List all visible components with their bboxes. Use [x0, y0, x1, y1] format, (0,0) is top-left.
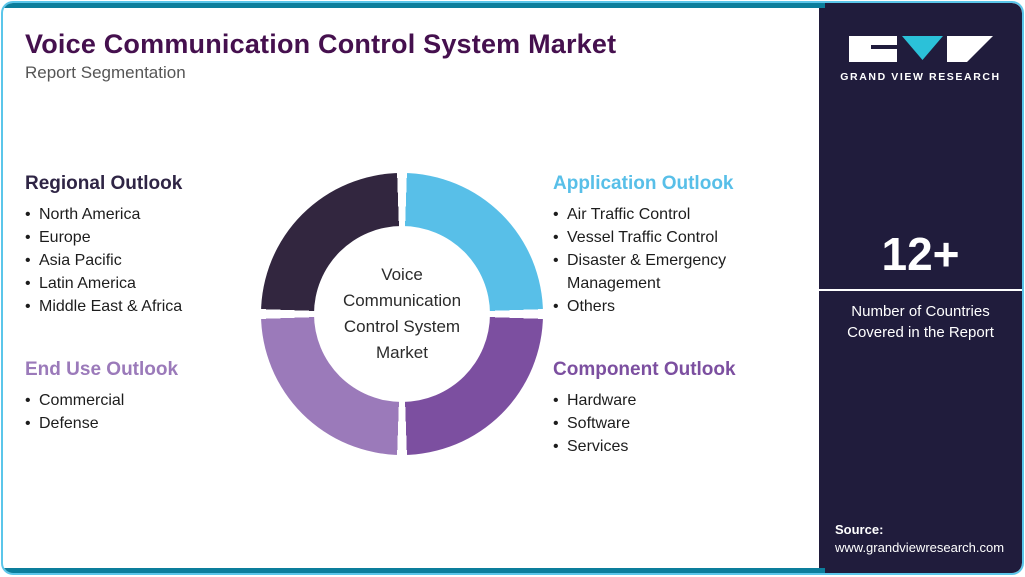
page-title: Voice Communication Control System Marke… [25, 29, 617, 59]
component-list: HardwareSoftwareServices [553, 389, 798, 458]
donut-chart: Voice Communication Control System Marke… [261, 173, 543, 455]
list-item: Others [553, 295, 808, 318]
list-item: Vessel Traffic Control [553, 226, 808, 249]
section-component-outlook: Component Outlook HardwareSoftwareServic… [553, 359, 798, 458]
regional-list: North AmericaEuropeAsia PacificLatin Ame… [25, 203, 270, 318]
list-item: Commercial [25, 389, 270, 412]
end-use-list: CommercialDefense [25, 389, 270, 435]
application-list: Air Traffic ControlVessel Traffic Contro… [553, 203, 808, 318]
section-title-end-use: End Use Outlook [25, 359, 179, 380]
main-content: Voice Communication Control System Marke… [3, 3, 823, 573]
stat-divider [819, 289, 1022, 291]
section-end-use-outlook: End Use Outlook CommercialDefense [25, 359, 270, 435]
list-item: Latin America [25, 272, 270, 295]
stat-value: 12+ [881, 228, 960, 280]
page-subtitle: Report Segmentation [25, 63, 186, 82]
sidebar: GRAND VIEW RESEARCH 12+ Number of Countr… [819, 3, 1022, 573]
list-item: North America [25, 203, 270, 226]
list-item: Software [553, 412, 798, 435]
list-item: Europe [25, 226, 270, 249]
section-title-regional: Regional Outlook [25, 173, 183, 194]
section-title-application: Application Outlook [553, 173, 734, 194]
list-item: Hardware [553, 389, 798, 412]
gvr-logo-icon [848, 36, 993, 62]
list-item: Disaster & Emergency Management [553, 249, 808, 295]
brand-name: GRAND VIEW RESEARCH [840, 71, 1001, 83]
stat-caption: Number of Countries Covered in the Repor… [847, 303, 994, 341]
list-item: Defense [25, 412, 270, 435]
source-block: Source: www.grandviewresearch.com [819, 522, 1022, 555]
section-title-component: Component Outlook [553, 359, 736, 380]
list-item: Air Traffic Control [553, 203, 808, 226]
top-accent-bar [3, 3, 825, 8]
section-application-outlook: Application Outlook Air Traffic ControlV… [553, 173, 808, 318]
section-regional-outlook: Regional Outlook North AmericaEuropeAsia… [25, 173, 270, 318]
list-item: Middle East & Africa [25, 295, 270, 318]
donut-center-label: Voice Communication Control System Marke… [342, 265, 462, 362]
stat-block: 12+ Number of Countries Covered in the R… [819, 231, 1022, 343]
source-url: www.grandviewresearch.com [835, 540, 1005, 555]
source-label: Source: [835, 522, 884, 537]
donut-center: Voice Communication Control System Marke… [314, 226, 490, 402]
brand-logo-block: GRAND VIEW RESEARCH [840, 33, 1001, 83]
list-item: Services [553, 435, 798, 458]
bottom-accent-bar [3, 568, 825, 573]
list-item: Asia Pacific [25, 249, 270, 272]
